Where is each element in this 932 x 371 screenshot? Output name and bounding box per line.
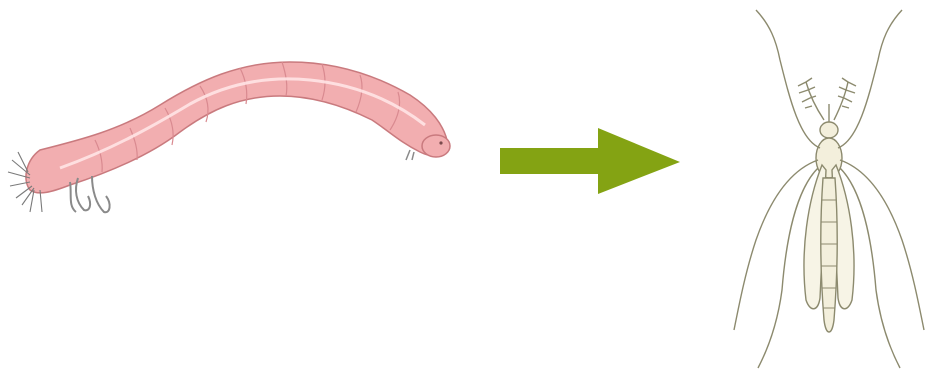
larva-mouth-brush [406,150,414,160]
transition-arrow [500,128,680,194]
arrow-right-icon [500,128,680,194]
larva-head [422,135,450,157]
mosquito-abdomen [821,178,837,332]
mosquito-head [820,122,838,138]
mosquito-antennae [798,78,856,120]
larva-body [26,62,448,193]
mosquito-icon [734,10,924,368]
mosquito-larva-icon [8,62,450,212]
larva-eye [439,141,442,144]
